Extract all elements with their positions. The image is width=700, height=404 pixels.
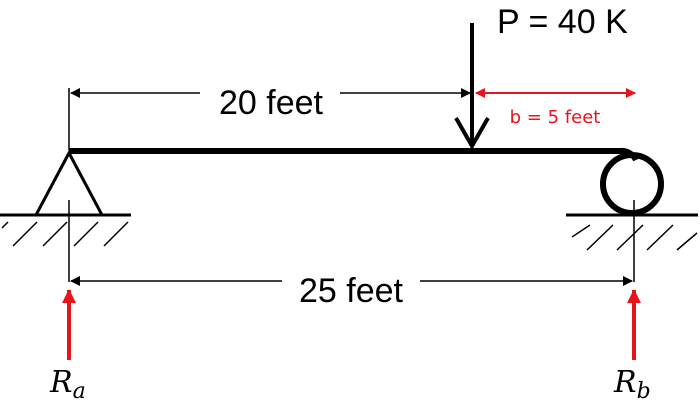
ground-hatch-left <box>1 221 129 247</box>
dimension-b-label: b = 5 feet <box>510 107 601 128</box>
point-load-arrow <box>454 23 490 151</box>
reaction-label-left: Ra <box>49 365 86 404</box>
load-label: P = 40 K <box>497 3 628 41</box>
dimension-span-label: 25 feet <box>299 272 404 310</box>
pin-support-left <box>0 149 131 247</box>
beam <box>69 147 639 162</box>
roller-support-right <box>566 152 698 251</box>
dimension-a: 20 feet <box>70 84 471 122</box>
reaction-label-right: Rb <box>613 365 651 404</box>
ground-hatch-right <box>571 224 698 251</box>
dimension-b: b = 5 feet <box>475 88 636 128</box>
dimension-span: 25 feet <box>70 272 633 310</box>
dimension-a-label: 20 feet <box>219 84 324 122</box>
